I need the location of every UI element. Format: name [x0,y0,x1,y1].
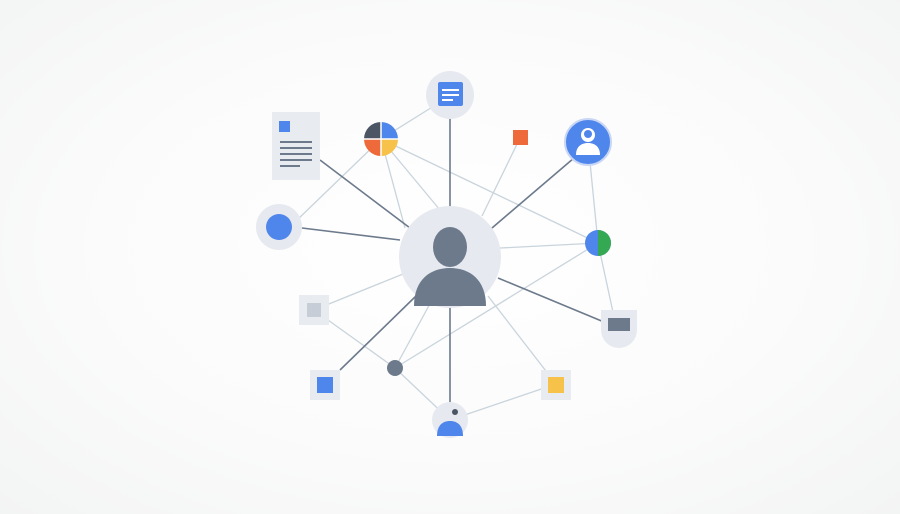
spoke [497,277,605,323]
profile-icon [437,409,463,436]
blue-square-icon [317,377,333,393]
node-green-blue-dot [585,230,611,256]
spoke [319,159,411,229]
two-tone-dot-icon [585,230,611,256]
node-document-panel [272,112,320,180]
yellow-square-icon [548,377,564,393]
connector [313,271,409,311]
orange-square-icon [513,130,528,145]
node-orange-square [513,130,528,145]
blue-circle-icon [266,214,292,240]
dot-icon [387,360,403,376]
node-gray-square [299,295,329,325]
node-blue-square [310,370,340,400]
connector [394,242,599,369]
connector [481,137,521,217]
node-profile-circle [432,402,468,438]
node-yellow-square [541,370,571,400]
node-calendar-card [426,71,474,119]
spoke [301,227,401,241]
pie-chart-icon [363,121,399,157]
calendar-card-icon [438,82,463,106]
monitor-icon [608,318,630,331]
node-pie-chart [363,121,399,157]
gray-square-icon [307,303,321,317]
connector [449,383,557,421]
node-small-dot [387,360,403,376]
document-icon [279,121,312,167]
connector [499,242,599,249]
connector [487,295,557,385]
spoke [339,295,417,371]
spoke [491,157,575,229]
person-icon [414,227,486,306]
node-blue-circle [256,204,302,250]
primary-connectors [301,118,605,402]
node-user-avatar [564,118,612,166]
node-monitor [601,310,637,348]
connector [380,138,599,244]
connector [394,299,433,369]
center-node [399,206,501,308]
connector [295,138,382,222]
